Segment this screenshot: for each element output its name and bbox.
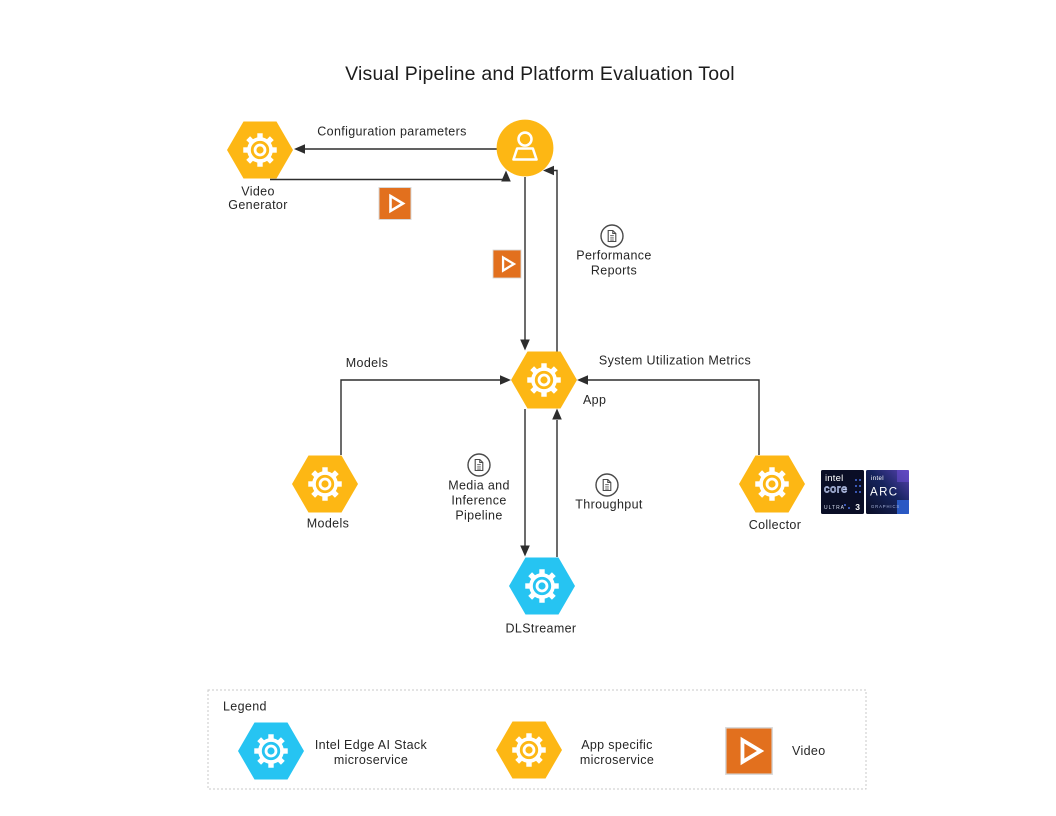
edges — [270, 148, 760, 557]
node-app: App — [511, 351, 606, 409]
legend-title: Legend — [223, 700, 267, 714]
legend-item-label: microservice — [334, 753, 408, 767]
edge-label-system-utilization-metrics: System Utilization Metrics — [599, 354, 751, 368]
hexagon-shape — [739, 455, 805, 513]
node-label: Collector — [749, 518, 801, 532]
diagram-title: Visual Pipeline and Platform Evaluation … — [345, 63, 735, 85]
badge-number-text: 3 — [855, 502, 860, 512]
video-play-icon — [723, 725, 775, 777]
node-label: Models — [307, 517, 349, 531]
artifact-label: Reports — [591, 264, 637, 278]
badge-sub-text: GRAPHICS — [871, 504, 900, 509]
node-collector: Collector — [739, 455, 805, 532]
arrowhead — [520, 545, 530, 557]
legend-item-label: Video — [792, 744, 826, 758]
badge-brand-text: intel — [825, 473, 843, 484]
arrowhead — [520, 339, 530, 351]
artifact-performance-reports: Performance Reports — [576, 224, 651, 278]
node-label: DLStreamer — [506, 622, 577, 636]
edge-app-to-user — [554, 169, 558, 352]
badge-dots — [844, 479, 861, 509]
edge-label-configuration-parameters: Configuration parameters — [317, 125, 466, 139]
intel-arc-graphics-badge: intel ARC GRAPHICS — [866, 470, 909, 514]
arrowhead — [543, 165, 554, 176]
artifact-label: Throughput — [575, 498, 643, 512]
node-user — [496, 119, 554, 177]
intel-core-ultra-badge: intel core ULTRA 3 — [821, 470, 864, 514]
artifact-media-inference-pipeline: Media and Inference Pipeline — [448, 453, 510, 523]
document-icon — [467, 453, 491, 477]
node-models: Models — [292, 455, 358, 531]
badge-brand-text: intel — [871, 476, 884, 482]
artifact-label: Inference — [451, 494, 506, 508]
hexagon-shape — [509, 557, 575, 615]
arrowhead — [294, 144, 305, 154]
artifact-throughput: Throughput — [575, 473, 643, 512]
legend-item-video: Video — [723, 725, 826, 777]
arrowhead — [501, 170, 511, 182]
artifact-label: Pipeline — [455, 509, 502, 523]
hexagon-shape — [292, 455, 358, 513]
node-label: Generator — [228, 198, 287, 212]
legend-item-label: Intel Edge AI Stack — [315, 738, 428, 752]
document-icon — [600, 224, 624, 248]
hexagon-shape — [227, 121, 293, 179]
edge-arrowheads — [294, 144, 588, 557]
badge-corner-block — [897, 470, 909, 482]
hexagon-shape — [511, 351, 577, 409]
artifact-label: Performance — [576, 249, 651, 263]
edge-label-models: Models — [346, 356, 388, 370]
artifact-label: Media and — [448, 479, 510, 493]
arrowhead — [552, 408, 562, 420]
badge-background — [821, 470, 864, 514]
document-icon — [595, 473, 619, 497]
node-label: Video — [241, 185, 275, 199]
badge-product-text: ARC — [870, 487, 898, 499]
legend-item-label: App specific — [581, 738, 653, 752]
node-video-generator: Video Generator — [227, 121, 293, 212]
arrowhead — [500, 375, 511, 385]
badge-corner-block — [897, 500, 909, 514]
badge-product-text: core — [824, 484, 848, 496]
edge-videogen-to-user — [270, 177, 507, 181]
video-play-icon — [377, 186, 413, 221]
legend-item-label: microservice — [580, 753, 654, 767]
legend-item-app-specific: App specific microservice — [496, 721, 654, 779]
legend-item-intel-edge-ai-stack: Intel Edge AI Stack microservice — [238, 722, 428, 780]
arrowhead — [577, 375, 588, 385]
node-label: App — [583, 393, 606, 407]
node-dlstreamer: DLStreamer — [506, 557, 577, 636]
badge-tier-text: ULTRA — [824, 505, 845, 511]
edge-collector-to-app — [588, 379, 760, 455]
legend: Legend Intel Edge AI Stack microservice … — [207, 689, 867, 790]
video-play-icon — [491, 248, 523, 280]
edge-models-to-app — [340, 379, 500, 455]
